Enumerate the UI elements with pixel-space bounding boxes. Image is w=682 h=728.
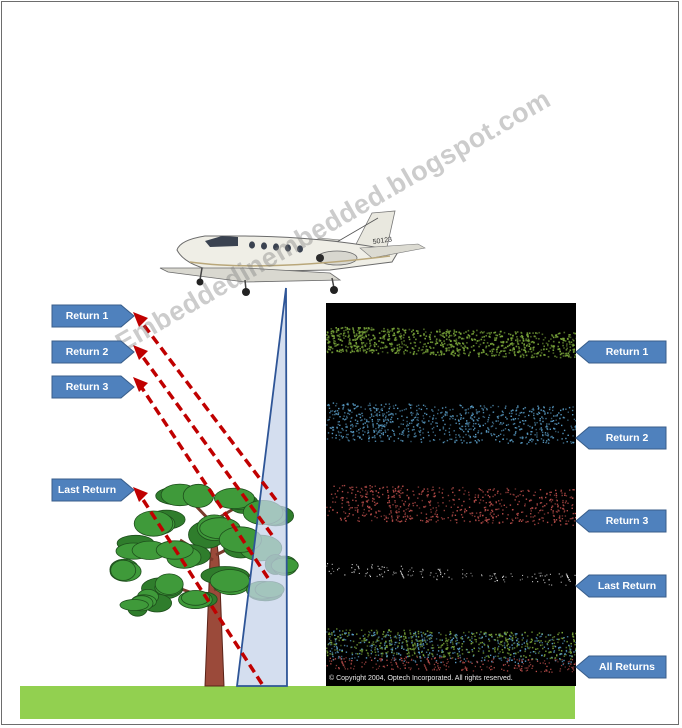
right-label-return3: Return 3 bbox=[575, 509, 667, 533]
right-label-last-return-text: Last Return bbox=[597, 580, 657, 592]
aircraft: 50123 bbox=[159, 210, 426, 296]
return2-line bbox=[138, 351, 274, 537]
point-cloud-bands bbox=[326, 326, 576, 673]
return1-line bbox=[138, 318, 278, 502]
aircraft-wing bbox=[159, 267, 342, 283]
last-return-band bbox=[326, 563, 576, 586]
right-label-all-returns: All Returns bbox=[575, 655, 667, 679]
left-label-last-return-text: Last Return bbox=[57, 484, 117, 496]
last-return-line bbox=[138, 494, 264, 685]
right-label-return1: Return 1 bbox=[575, 340, 667, 364]
right-label-return2-text: Return 2 bbox=[605, 432, 649, 444]
right-label-return3-text: Return 3 bbox=[605, 515, 649, 527]
left-label-return1-text: Return 1 bbox=[65, 310, 109, 322]
right-label-return2: Return 2 bbox=[575, 426, 667, 450]
right-label-all-returns-text: All Returns bbox=[598, 661, 655, 673]
left-label-last-return: Last Return bbox=[51, 478, 135, 502]
all-returns-band bbox=[326, 628, 576, 673]
return-lines bbox=[138, 318, 278, 685]
return2-band bbox=[326, 402, 576, 445]
left-label-return3-text: Return 3 bbox=[65, 381, 109, 393]
left-label-return2-text: Return 2 bbox=[65, 346, 109, 358]
left-label-return3: Return 3 bbox=[51, 375, 135, 399]
right-label-last-return: Last Return bbox=[575, 574, 667, 598]
point-cloud-panel bbox=[326, 303, 576, 686]
copyright-notice: © Copyright 2004, Optech Incorporated. A… bbox=[329, 675, 513, 682]
left-label-return1: Return 1 bbox=[51, 304, 135, 328]
aircraft-tail-number: 50123 bbox=[372, 236, 392, 246]
laser-beam bbox=[235, 287, 288, 687]
return3-line bbox=[138, 384, 270, 579]
right-label-return1-text: Return 1 bbox=[605, 346, 649, 358]
return3-band bbox=[326, 484, 576, 526]
return-arrowheads bbox=[133, 312, 148, 502]
return1-band bbox=[326, 326, 576, 359]
left-label-return2: Return 2 bbox=[51, 340, 135, 364]
ground bbox=[20, 686, 575, 719]
